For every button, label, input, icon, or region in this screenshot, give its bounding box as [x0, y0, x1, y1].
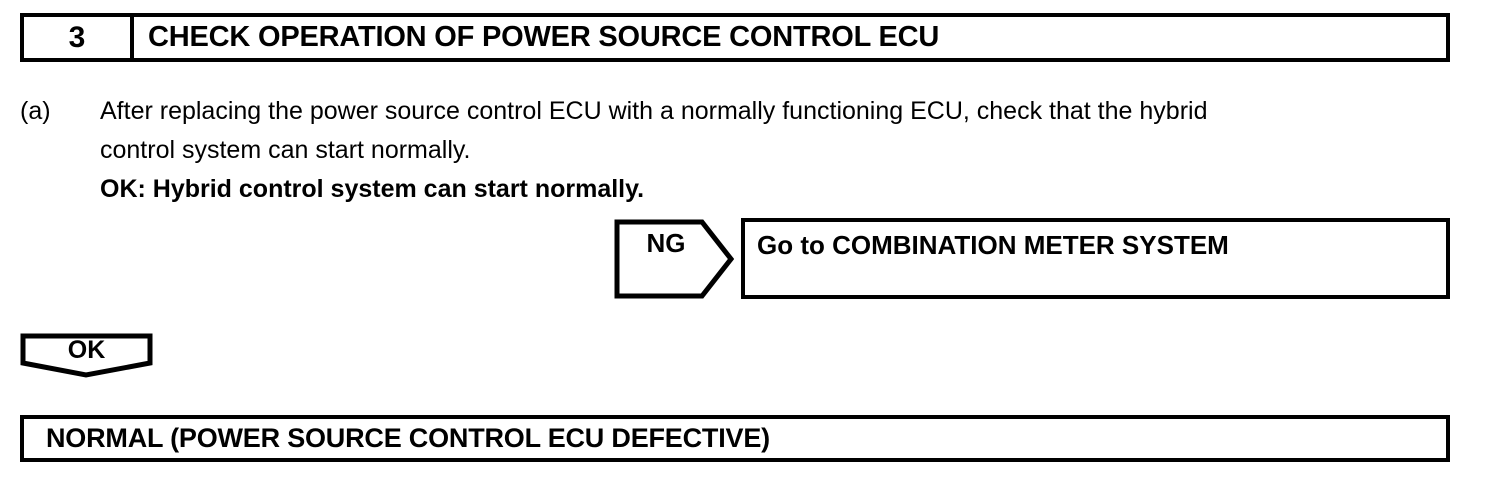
instruction-block: (a) After replacing the power source con…	[20, 92, 1460, 209]
instruction-line-1: After replacing the power source control…	[100, 97, 1208, 125]
result-label: NORMAL (POWER SOURCE CONTROL ECU DEFECTI…	[46, 423, 770, 453]
ng-target-box[interactable]: Go to COMBINATION METER SYSTEM	[741, 218, 1450, 299]
instruction-line-2: control system can start normally.	[100, 136, 471, 164]
step-number-cell: 3	[24, 17, 134, 58]
result-bar: NORMAL (POWER SOURCE CONTROL ECU DEFECTI…	[20, 415, 1450, 462]
instruction-text: After replacing the power source control…	[100, 92, 1460, 209]
ng-target-label: Go to COMBINATION METER SYSTEM	[757, 230, 1229, 260]
instruction-item-marker: (a)	[20, 97, 51, 125]
ok-branch-arrow-icon	[20, 333, 153, 378]
ng-branch-arrow-icon	[614, 219, 734, 299]
instruction-ok-criteria: OK: Hybrid control system can start norm…	[100, 175, 645, 203]
step-title-cell: CHECK OPERATION OF POWER SOURCE CONTROL …	[134, 17, 1446, 58]
ok-branch-label: OK	[67, 335, 106, 364]
step-number: 3	[68, 20, 86, 54]
step-title: CHECK OPERATION OF POWER SOURCE CONTROL …	[148, 21, 940, 53]
step-header-bar: 3 CHECK OPERATION OF POWER SOURCE CONTRO…	[20, 13, 1450, 62]
instruction-row: (a) After replacing the power source con…	[20, 92, 1460, 209]
ng-branch-label: NG	[646, 228, 686, 258]
